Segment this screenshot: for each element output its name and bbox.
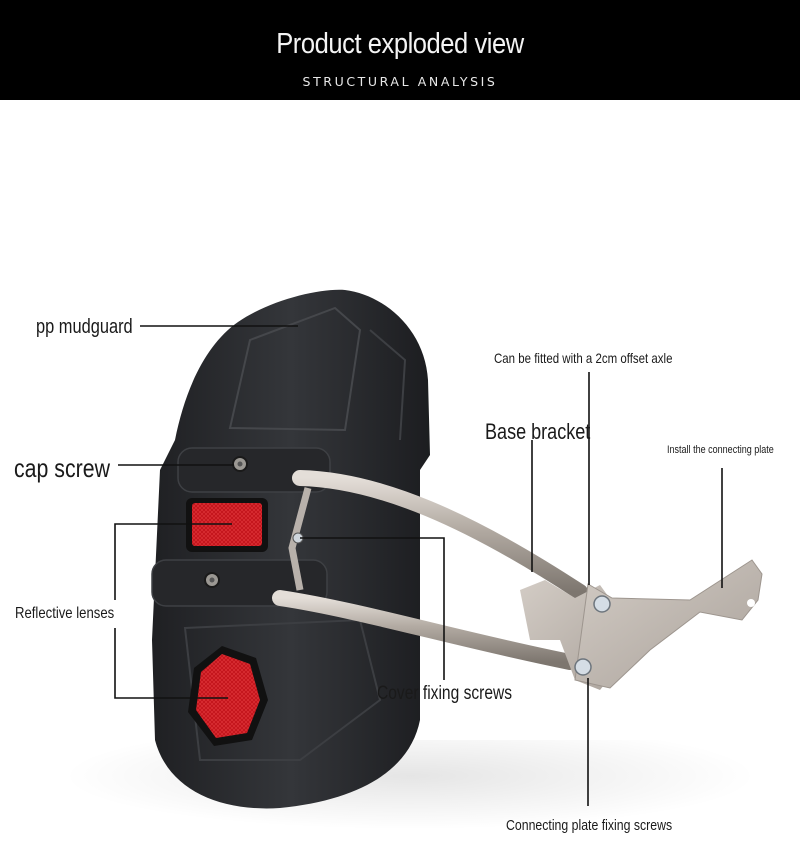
connecting-plate <box>520 559 763 690</box>
leader-cover-screws <box>300 537 445 680</box>
label-base-bracket: Base bracket <box>485 419 591 444</box>
label-pp-mudguard: pp mudguard <box>36 316 133 338</box>
steel-bracket-tubes <box>272 470 588 670</box>
page-title: Product exploded view <box>276 28 524 60</box>
rect-reflector <box>186 498 268 552</box>
leader-lens-top <box>114 523 232 600</box>
label-offset-axle: Can be fitted with a 2cm offset axle <box>494 350 673 366</box>
label-connecting-plate-fixing-screws: Connecting plate fixing screws <box>506 817 673 834</box>
page-subtitle: STRUCTURAL ANALYSIS <box>302 74 498 89</box>
leader-lens-bottom <box>114 628 228 699</box>
hex-reflector <box>188 646 268 746</box>
leader-lines <box>114 325 723 806</box>
label-cover-fixing-screws: Cover fixing screws <box>377 683 513 704</box>
header-banner: Product exploded view STRUCTURAL ANALYSI… <box>0 0 800 100</box>
label-cap-screw: cap screw <box>14 453 110 483</box>
label-reflective-lenses: Reflective lenses <box>15 605 115 622</box>
label-install-connecting-plate: Install the connecting plate <box>667 444 774 456</box>
